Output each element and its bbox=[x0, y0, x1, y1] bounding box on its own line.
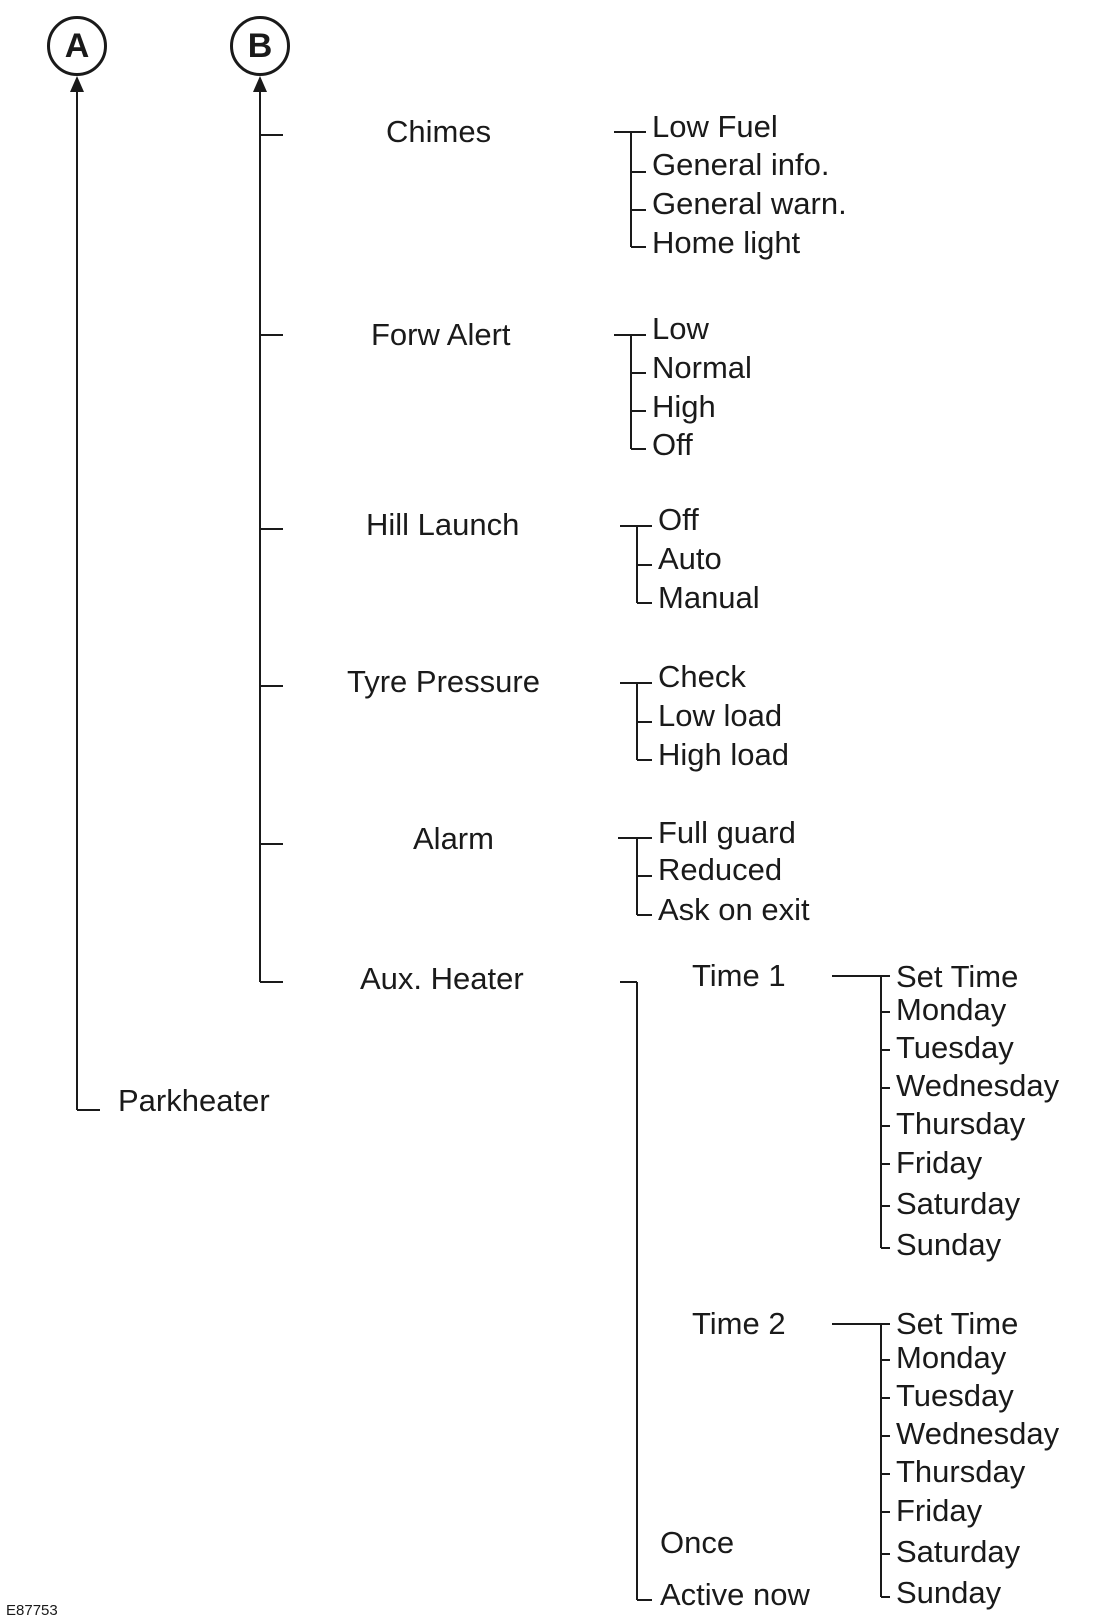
option-time2-0: Set Time bbox=[896, 1306, 1019, 1341]
arrow-a-head bbox=[70, 76, 84, 92]
option-chimes-0: Low Fuel bbox=[652, 109, 778, 144]
marker-b: B bbox=[230, 16, 290, 76]
option-tyre-1: Low load bbox=[658, 698, 783, 733]
option-once: Once bbox=[660, 1525, 735, 1560]
marker-a: A bbox=[47, 16, 107, 76]
menu-hill-launch: Hill Launch bbox=[366, 507, 520, 542]
option-alarm-0: Full guard bbox=[658, 815, 796, 850]
option-tyre-2: High load bbox=[658, 737, 789, 772]
option-hill-0: Off bbox=[658, 502, 699, 537]
option-time1-4: Thursday bbox=[896, 1106, 1026, 1141]
option-forw-3: Off bbox=[652, 427, 693, 462]
option-time1-0: Set Time bbox=[896, 959, 1019, 994]
menu-chimes: Chimes bbox=[386, 114, 492, 149]
figure-id: E87753 bbox=[6, 1602, 58, 1619]
option-chimes-2: General warn. bbox=[652, 186, 847, 221]
option-hill-2: Manual bbox=[658, 580, 760, 615]
menu-aux-heater: Aux. Heater bbox=[360, 961, 524, 996]
option-time1-5: Friday bbox=[896, 1145, 983, 1180]
option-alarm-2: Ask on exit bbox=[658, 892, 810, 927]
option-time2-4: Thursday bbox=[896, 1454, 1026, 1489]
option-tyre-0: Check bbox=[658, 659, 746, 694]
option-chimes-1: General info. bbox=[652, 147, 830, 182]
option-alarm-1: Reduced bbox=[658, 852, 783, 887]
menu-forw-alert: Forw Alert bbox=[371, 317, 511, 352]
option-active-now: Active now bbox=[660, 1577, 810, 1612]
option-time1-2: Tuesday bbox=[896, 1030, 1014, 1065]
option-time1-6: Saturday bbox=[896, 1186, 1021, 1221]
menu-tyre-pressure: Tyre Pressure bbox=[347, 664, 540, 699]
parkheater-label: Parkheater bbox=[118, 1083, 270, 1118]
option-time1-7: Sunday bbox=[896, 1227, 1002, 1262]
option-chimes-3: Home light bbox=[652, 225, 801, 260]
option-time1-1: Monday bbox=[896, 992, 1007, 1027]
option-time2-3: Wednesday bbox=[896, 1416, 1060, 1451]
option-time2-5: Friday bbox=[896, 1493, 983, 1528]
option-time1-3: Wednesday bbox=[896, 1068, 1060, 1103]
option-time2-6: Saturday bbox=[896, 1534, 1021, 1569]
submenu-time-2: Time 2 bbox=[692, 1306, 786, 1341]
arrow-b-head bbox=[253, 76, 267, 92]
option-forw-2: High bbox=[652, 389, 716, 424]
submenu-time-1: Time 1 bbox=[692, 958, 786, 993]
option-forw-0: Low bbox=[652, 311, 709, 346]
option-time2-1: Monday bbox=[896, 1340, 1007, 1375]
option-forw-1: Normal bbox=[652, 350, 752, 385]
option-time2-7: Sunday bbox=[896, 1575, 1002, 1610]
option-hill-1: Auto bbox=[658, 541, 722, 576]
menu-alarm: Alarm bbox=[413, 821, 494, 856]
option-time2-2: Tuesday bbox=[896, 1378, 1014, 1413]
